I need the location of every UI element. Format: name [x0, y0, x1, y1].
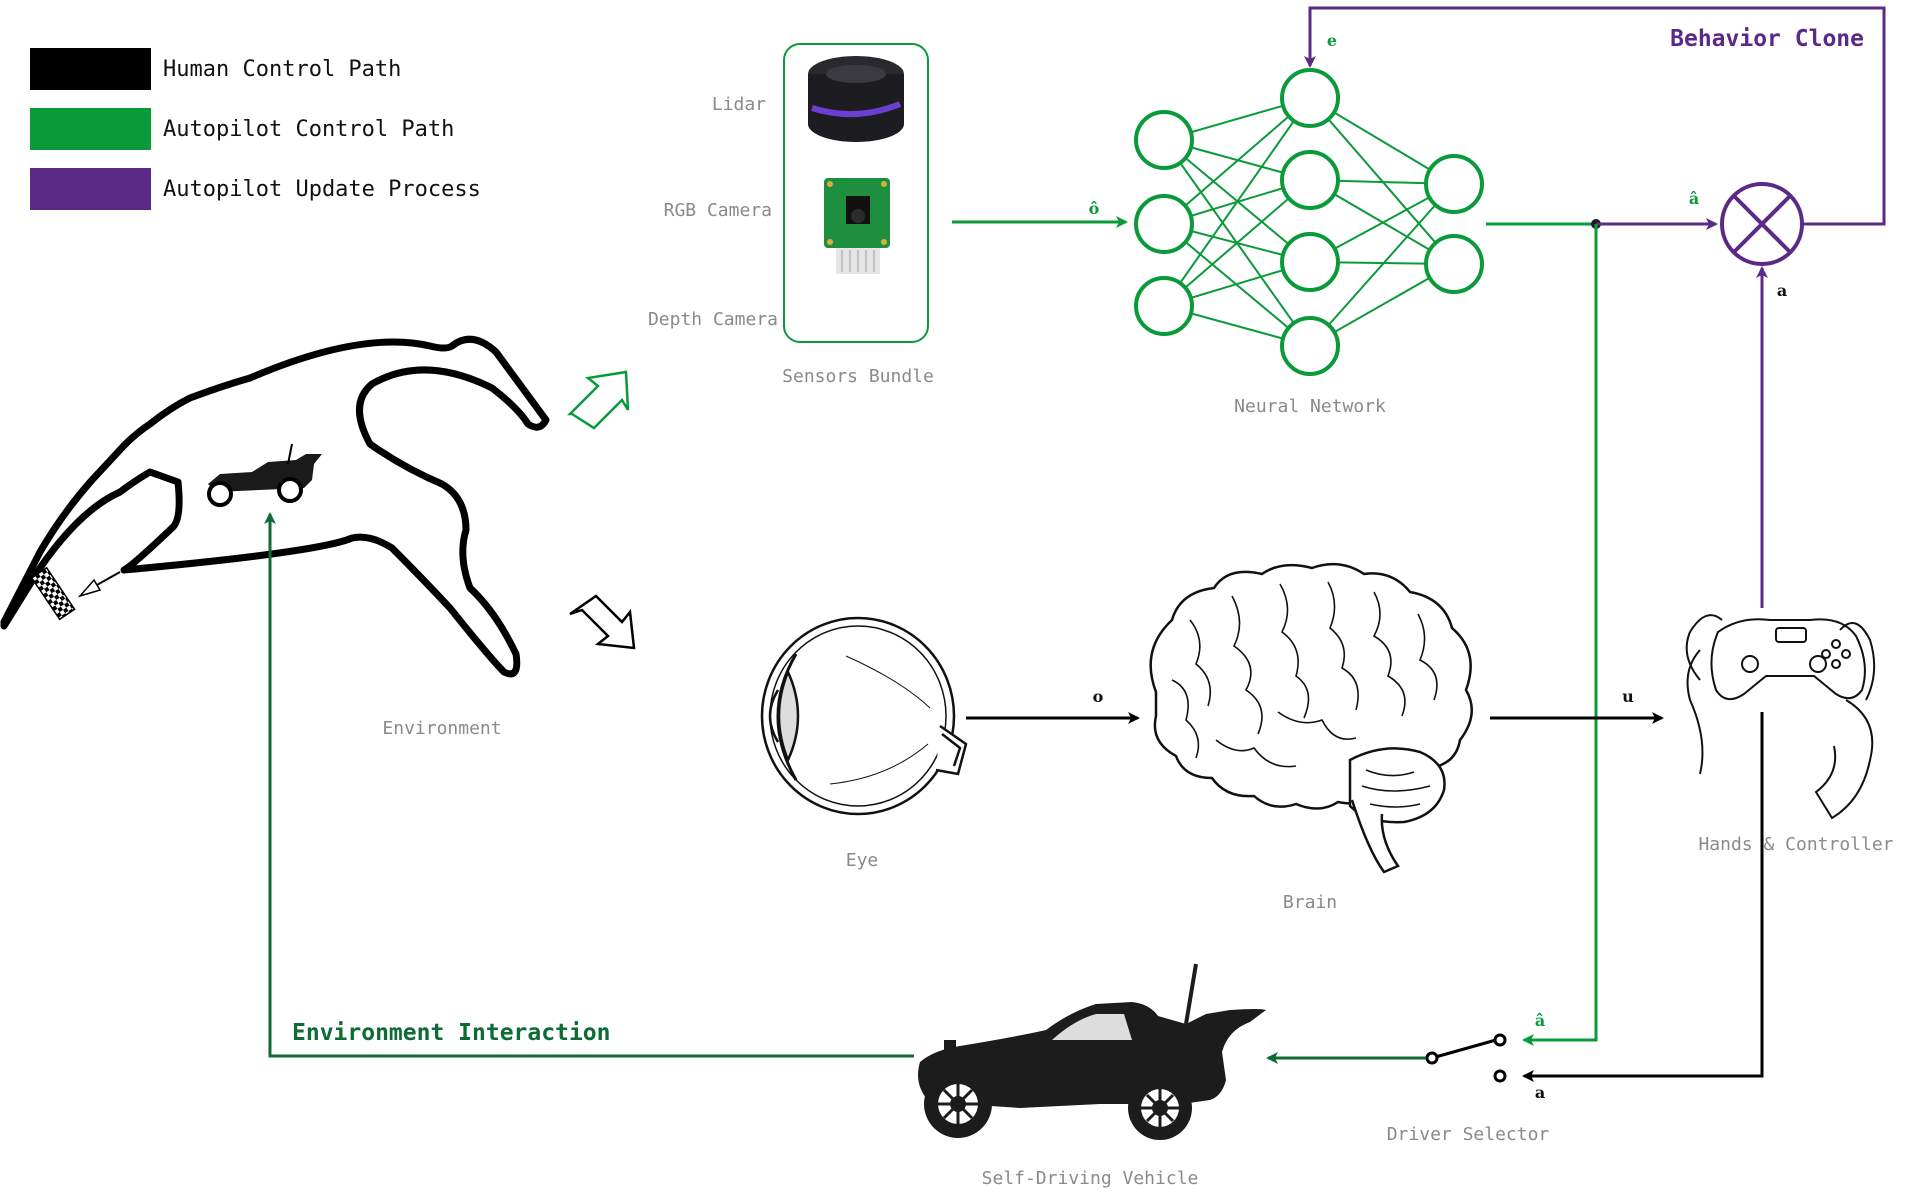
environment-label: Environment [382, 718, 501, 739]
sensors-bundle: Lidar RGB Camera Depth Camera Sensors Bu… [648, 43, 934, 387]
legend-label-update: Autopilot Update Process [163, 177, 481, 202]
o-hat-symbol: ô [1089, 199, 1100, 218]
neural-network-label: Neural Network [1234, 396, 1386, 417]
vehicle-label: Self-Driving Vehicle [982, 1168, 1199, 1189]
depth-camera-label: Depth Camera [648, 309, 778, 330]
legend-label-human: Human Control Path [163, 57, 401, 82]
a-hat-symbol-top: â [1689, 189, 1699, 208]
vehicle-wheel-front [924, 1070, 992, 1138]
legend: Human Control Path Autopilot Control Pat… [30, 48, 481, 210]
driver-selector-label: Driver Selector [1387, 1124, 1550, 1145]
brain-label: Brain [1283, 892, 1337, 913]
autopilot-to-selector-line [1522, 224, 1598, 1046]
sensors-bundle-label: Sensors Bundle [782, 366, 934, 387]
legend-swatch-human [30, 48, 151, 90]
e-symbol: e [1327, 31, 1337, 50]
brain-icon [1149, 562, 1473, 874]
rgb-camera-label: RGB Camera [664, 200, 772, 221]
legend-swatch-autopilot [30, 108, 151, 150]
a-symbol-selector: a [1535, 1083, 1545, 1102]
driver-selector-switch [1425, 1033, 1507, 1083]
a-hat-symbol-bottom: â [1535, 1011, 1545, 1030]
eye-icon [760, 616, 968, 816]
arrow-down-right-icon [569, 594, 636, 650]
behavior-clone-title: Behavior Clone [1670, 26, 1864, 52]
rgb-camera-icon [824, 178, 890, 274]
neural-network-icon [1134, 68, 1484, 376]
behavior-clone-loop [1304, 6, 1886, 226]
lidar-label: Lidar [712, 94, 766, 115]
controller-icon [1685, 614, 1876, 820]
environment-interaction-loop [264, 512, 914, 1058]
u-symbol: u [1622, 687, 1634, 706]
lidar-icon [808, 56, 904, 142]
sensors-bundle-box [783, 43, 929, 343]
legend-swatch-update [30, 168, 151, 210]
arrow-up-right-icon [566, 370, 630, 430]
eye-label: Eye [846, 850, 879, 871]
a-symbol-comparator: a [1777, 281, 1787, 300]
environment-interaction-title: Environment Interaction [292, 1020, 611, 1046]
vehicle-icon [918, 963, 1266, 1140]
human-to-selector-line [1522, 712, 1764, 1082]
comparator-icon [1720, 182, 1804, 266]
hands-controller-label: Hands & Controller [1698, 834, 1893, 855]
legend-label-autopilot: Autopilot Control Path [163, 117, 454, 142]
vehicle-wheel-rear [1128, 1076, 1192, 1140]
race-track-icon [0, 335, 550, 678]
o-symbol: o [1093, 687, 1104, 706]
